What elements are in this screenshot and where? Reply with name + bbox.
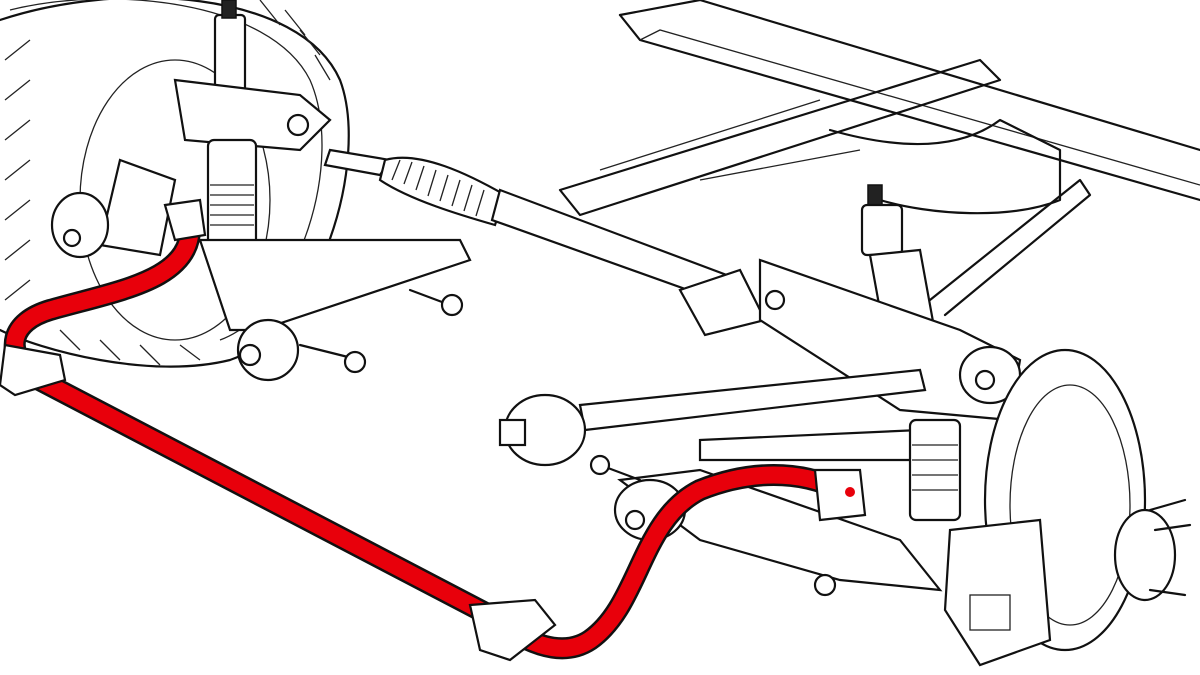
left-suspension-assembly: [50, 0, 472, 382]
left-end-link: [163, 198, 207, 242]
chassis-frame: [558, 0, 1200, 317]
right-bushing-bracket: [468, 598, 557, 662]
anti-roll-bar: [0, 198, 867, 662]
anti-roll-bar-highlight: [6, 213, 849, 657]
steering-rack: [323, 148, 767, 337]
drop-link-bolt: [845, 487, 855, 497]
drop-link: [813, 468, 867, 522]
left-bushing-bracket: [0, 343, 67, 397]
brake-disc-assembly: [943, 348, 1192, 667]
